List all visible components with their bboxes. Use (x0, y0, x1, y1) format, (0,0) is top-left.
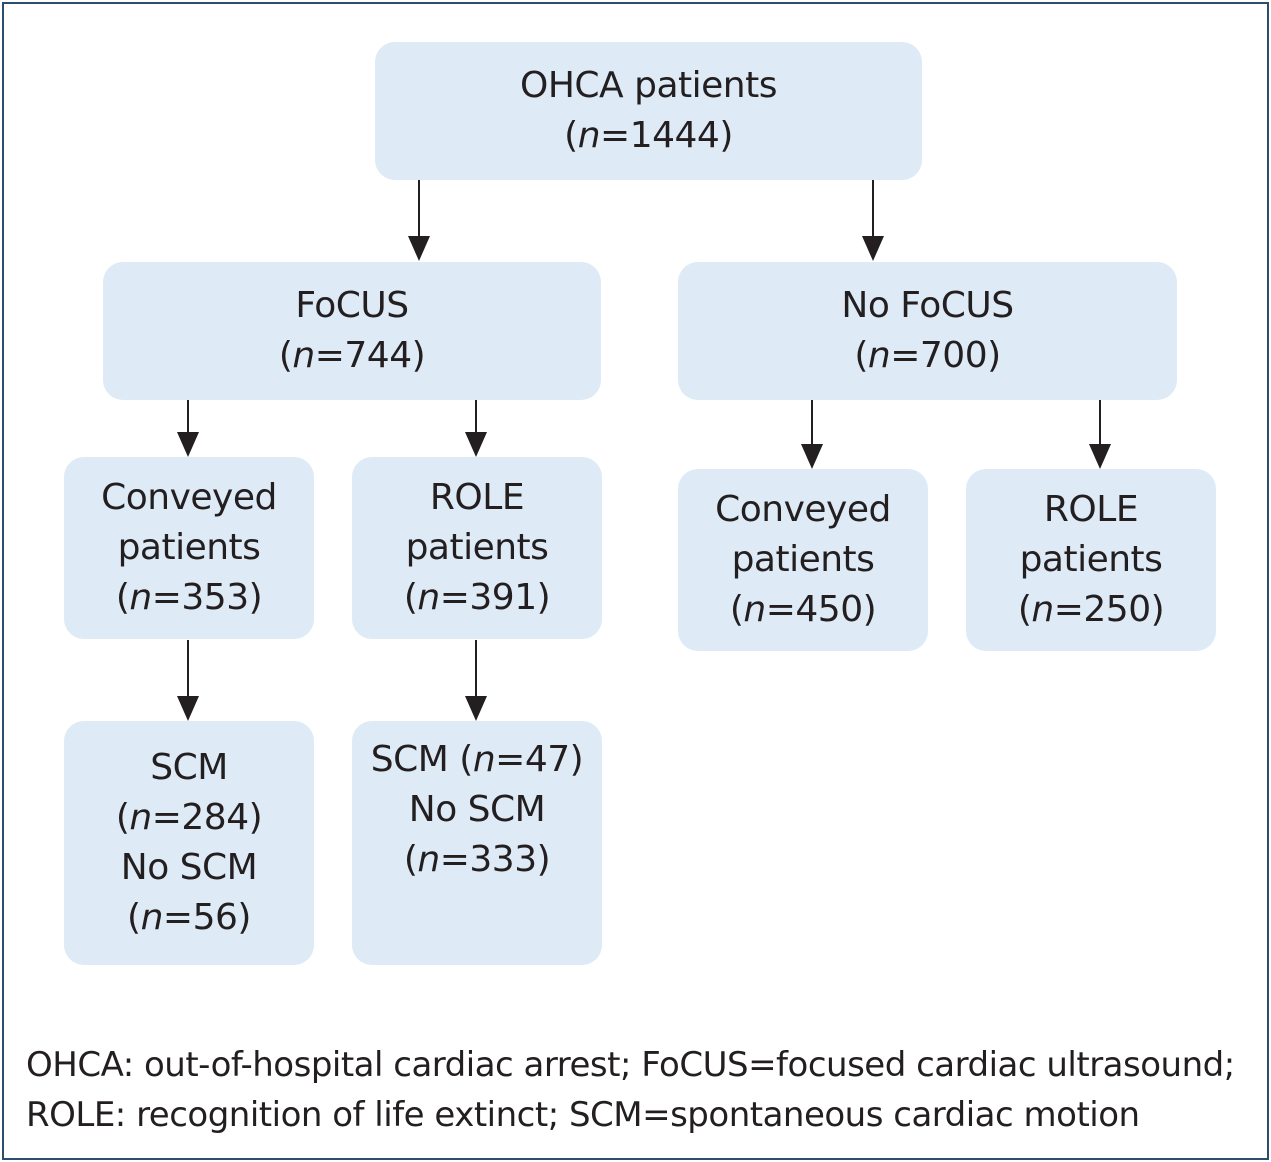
node-count: (n=450) (729, 589, 877, 630)
n-symbol: n (743, 589, 766, 630)
node-count: (n=250) (1017, 589, 1165, 630)
node-label: patients (405, 527, 549, 568)
arrow-focus-to-conveyed (177, 400, 199, 457)
arrow-root-to-focus (408, 180, 430, 261)
node-focus-conveyed-patients: Conveyed patients (n=353) (64, 457, 314, 639)
node-count: (n=353) (115, 577, 263, 618)
n-symbol: n (417, 577, 440, 618)
count-value: 333 (469, 839, 537, 880)
no-scm-label: No SCM (120, 847, 258, 888)
footnote: OHCA: out-of-hospital cardiac arrest; Fo… (26, 1040, 1246, 1140)
scm-count: (n=284) (115, 797, 263, 838)
node-no-focus: No FoCUS (n=700) (678, 262, 1177, 400)
node-conveyed-scm: SCM (n=284) No SCM (n=56) (64, 721, 314, 965)
node-focus: FoCUS (n=744) (103, 262, 601, 400)
arrow-no-focus-to-role (1089, 400, 1111, 469)
node-label: Conveyed (101, 477, 277, 518)
n-symbol: n (867, 335, 891, 376)
node-label: patients (117, 527, 261, 568)
count-value: 284 (181, 797, 249, 838)
n-symbol: n (1031, 589, 1054, 630)
arrow-conveyed-to-scm (177, 640, 199, 721)
count-value: 700 (919, 335, 988, 376)
n-symbol: n (129, 797, 152, 838)
node-count: (n=700) (854, 335, 1001, 376)
count-value: 391 (469, 577, 537, 618)
count-value: 744 (344, 335, 412, 376)
node-no-focus-conveyed-patients: Conveyed patients (n=450) (678, 469, 928, 651)
count-value: 1444 (629, 115, 720, 156)
footnote-line-2: ROLE: recognition of life extinct; SCM=s… (26, 1095, 1140, 1135)
node-label: patients (731, 539, 875, 580)
node-label: No FoCUS (841, 285, 1014, 326)
n-symbol: n (577, 115, 601, 156)
no-scm-count: (n=333) (403, 839, 551, 880)
n-symbol: n (140, 897, 164, 938)
no-scm-label: No SCM (408, 789, 546, 830)
node-label: ROLE (429, 477, 525, 518)
count-value: 56 (192, 897, 238, 938)
arrow-root-to-no-focus (862, 180, 884, 261)
count-value: 47 (524, 739, 570, 780)
count-value: 250 (1083, 589, 1151, 630)
node-ohca-patients: OHCA patients (n=1444) (375, 42, 922, 180)
node-focus-role-patients: ROLE patients (n=391) (352, 457, 602, 639)
node-count: (n=1444) (564, 115, 733, 156)
n-symbol: n (472, 739, 496, 780)
node-count: (n=391) (403, 577, 551, 618)
arrow-role-to-scm (465, 640, 487, 721)
count-value: 353 (181, 577, 249, 618)
n-symbol: n (417, 839, 440, 880)
scm-line: SCM (n=47) (370, 739, 584, 780)
n-symbol: n (129, 577, 152, 618)
node-count: (n=744) (278, 335, 426, 376)
count-value: 450 (795, 589, 863, 630)
scm-label: SCM (370, 739, 449, 780)
node-role-scm: SCM (n=47) No SCM (n=333) (352, 721, 602, 965)
scm-label: SCM (150, 747, 228, 788)
no-scm-count: (n=56) (127, 897, 251, 938)
node-label: patients (1019, 539, 1163, 580)
arrow-focus-to-role (465, 400, 487, 457)
node-label: ROLE (1043, 489, 1139, 530)
node-label: Conveyed (715, 489, 891, 530)
node-label: FoCUS (295, 285, 409, 326)
footnote-line-1: OHCA: out-of-hospital cardiac arrest; Fo… (26, 1045, 1235, 1085)
n-symbol: n (292, 335, 315, 376)
node-label: OHCA patients (520, 65, 777, 106)
node-no-focus-role-patients: ROLE patients (n=250) (966, 469, 1216, 651)
arrow-no-focus-to-conveyed (801, 400, 823, 469)
